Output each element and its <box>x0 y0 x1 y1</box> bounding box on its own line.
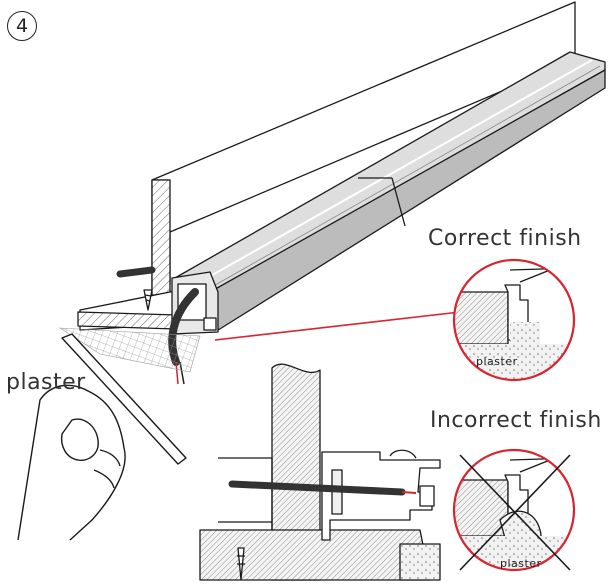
cross-mark-b <box>459 454 571 571</box>
plaster-mesh <box>58 327 201 373</box>
trowel-blade <box>61 333 187 465</box>
zoom-pointer <box>214 311 461 341</box>
main-assembly <box>77 1 606 385</box>
step-number-badge: 4 <box>7 11 37 41</box>
plaster-label: plaster <box>6 370 86 395</box>
incorrect-finish-detail <box>452 448 576 572</box>
cable-left <box>116 266 156 278</box>
section-cable <box>228 480 406 496</box>
plaster-label-incorrect: plaster <box>500 557 542 570</box>
plaster-label-correct: plaster <box>476 355 518 368</box>
incorrect-finish-label: Incorrect finish <box>430 408 602 433</box>
cross-section <box>199 363 441 581</box>
incorrect-ring <box>452 448 576 572</box>
hand-trowel <box>17 333 187 541</box>
correct-ring <box>452 258 576 382</box>
correct-finish-detail <box>452 258 576 382</box>
section-floor <box>199 529 431 581</box>
section-wall <box>271 363 321 581</box>
wall-edge <box>151 179 171 296</box>
correct-finish-label: Correct finish <box>428 226 582 251</box>
hand <box>17 384 126 541</box>
